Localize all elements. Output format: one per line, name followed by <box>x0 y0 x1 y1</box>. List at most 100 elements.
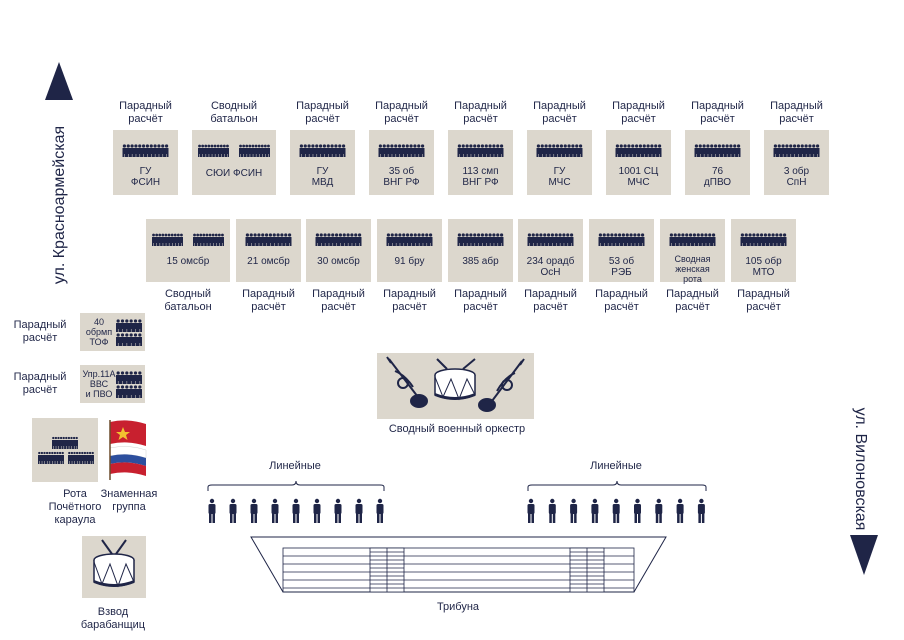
row1-unit-box: 1001 СЦ МЧС <box>606 130 671 195</box>
soldier-head <box>531 233 535 237</box>
soldier-head <box>170 233 174 237</box>
soldier-head <box>75 451 79 455</box>
leg-gap <box>418 243 420 246</box>
leg-gap <box>678 243 680 246</box>
leg-gap <box>630 243 632 246</box>
leg-gap <box>738 154 739 157</box>
row2-unit-label: Парадный расчёт <box>595 288 648 313</box>
leg-gap <box>655 154 657 157</box>
leg-gap <box>212 243 214 246</box>
leg-gap <box>53 446 54 449</box>
soldier-head <box>484 144 488 148</box>
lineman-figure <box>334 498 342 523</box>
soldier-head <box>276 233 280 237</box>
left-unit-name: 40 обрмп ТОФ <box>85 317 113 347</box>
leg-gap <box>126 343 128 346</box>
soldier-head <box>75 436 78 440</box>
leg-gap <box>66 446 67 449</box>
leg-gap <box>466 243 468 246</box>
soldier-head <box>134 144 138 148</box>
leg-gap <box>624 154 626 157</box>
leg-gap <box>135 381 136 384</box>
soldier-head <box>217 233 221 237</box>
leg-gap <box>719 154 720 157</box>
soldier-head <box>555 144 560 148</box>
soldier-head <box>155 233 159 237</box>
leg-gap <box>200 243 202 246</box>
soldier-head <box>815 144 820 148</box>
leg-gap <box>659 154 660 157</box>
leg-gap <box>709 243 711 246</box>
lineman-figure <box>548 498 556 523</box>
leg-gap <box>580 154 581 157</box>
soldiers-icon <box>457 233 504 246</box>
row1-unit-box: 113 смп ВНГ РФ <box>448 130 513 195</box>
leg-gap <box>46 461 48 464</box>
leg-gap <box>776 243 778 246</box>
leg-gap <box>328 243 330 246</box>
leg-gap <box>536 243 538 246</box>
leg-gap <box>316 154 318 157</box>
row1-unit-name: 35 об ВНГ РФ <box>383 166 420 188</box>
soldier-bodies <box>740 237 787 246</box>
soldier-head <box>338 233 343 237</box>
soldier-head <box>480 144 485 148</box>
row2-unit-label: Парадный расчёт <box>242 288 295 313</box>
soldier-head <box>311 144 315 148</box>
soldier-head <box>405 233 410 237</box>
soldier-head <box>72 436 76 440</box>
row2-unit-name: 53 об РЭБ <box>608 256 635 278</box>
leg-gap <box>274 243 275 246</box>
soldier-bodies <box>457 237 504 246</box>
leg-gap <box>384 154 385 157</box>
leg-gap <box>486 154 487 157</box>
soldier-head <box>158 233 162 237</box>
leg-gap <box>686 243 688 246</box>
soldier-head <box>319 233 323 237</box>
soldier-head <box>354 233 358 237</box>
soldier-bodies <box>245 237 292 246</box>
soldier-head <box>569 233 574 237</box>
soldier-head <box>808 144 812 148</box>
soldier-head <box>694 144 699 148</box>
leg-gap <box>501 154 502 157</box>
lineman-figure <box>697 498 705 523</box>
soldier-head <box>461 144 465 148</box>
soldier-head <box>268 233 273 237</box>
soldier-head <box>390 144 394 148</box>
leg-gap <box>415 243 416 246</box>
drummers-box <box>82 536 146 598</box>
leg-gap <box>331 154 333 157</box>
soldier-head <box>248 144 252 148</box>
leg-gap <box>351 243 353 246</box>
leg-gap <box>474 243 476 246</box>
leg-gap <box>317 243 318 246</box>
soldier-head <box>688 233 693 237</box>
leg-gap <box>181 243 182 246</box>
soldier-head <box>721 144 725 148</box>
leg-gap <box>753 243 755 246</box>
row2-unit-label: Парадный расчёт <box>383 288 436 313</box>
soldier-bodies <box>315 237 362 246</box>
leg-gap <box>529 243 530 246</box>
soldier-head <box>552 144 556 148</box>
leg-gap <box>459 243 460 246</box>
soldiers-icon <box>245 233 292 246</box>
soldier-head <box>704 233 708 237</box>
leg-gap <box>168 243 170 246</box>
soldier-head <box>61 451 64 455</box>
leg-gap <box>130 343 132 346</box>
leg-gap <box>411 243 412 246</box>
soldier-head <box>342 233 346 237</box>
soldier-head <box>260 144 264 148</box>
soldier-head <box>476 144 481 148</box>
soldier-head <box>249 233 253 237</box>
soldier-head <box>357 233 362 237</box>
leg-gap <box>784 243 785 246</box>
leg-gap <box>63 446 65 449</box>
soldier-head <box>222 144 226 148</box>
soldier-head <box>129 385 133 389</box>
soldier-head <box>546 233 551 237</box>
soldier-head <box>245 144 249 148</box>
left-unit-name: Упр.11А ВВС и ПВО <box>82 369 116 399</box>
